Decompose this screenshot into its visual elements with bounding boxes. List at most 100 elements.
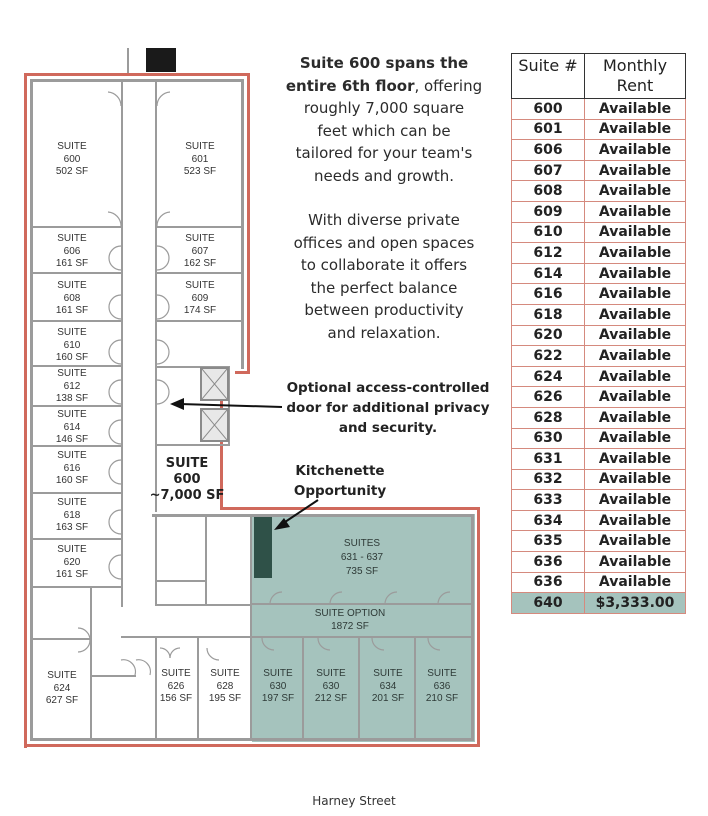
elevator-icon <box>200 408 229 442</box>
rent-cell: Available <box>584 283 686 305</box>
rent-cell: Available <box>584 180 686 202</box>
elevator-icon <box>200 367 229 401</box>
wall <box>302 638 304 738</box>
suite-cell: 631 <box>511 448 585 470</box>
suite-cell: 636 <box>511 551 585 573</box>
suites-631-637-area <box>252 514 475 742</box>
suite-cell: 601 <box>511 118 585 141</box>
suite-cell: 614 <box>511 262 585 285</box>
kitchenette-area <box>254 516 272 578</box>
wall <box>33 320 121 322</box>
rent-cell: Available <box>584 406 686 429</box>
wall <box>250 514 252 740</box>
rent-cell: $3,333.00 <box>584 592 686 614</box>
wall <box>33 226 121 228</box>
rent-cell: Available <box>584 530 686 553</box>
wall <box>90 588 92 738</box>
suite-cell: 606 <box>511 139 585 161</box>
suite-cell: 626 <box>511 386 585 408</box>
rent-cell: Available <box>584 118 686 141</box>
suite-cell: 609 <box>511 200 585 223</box>
suite-cell: 610 <box>511 221 585 244</box>
rent-cell: Available <box>584 468 686 491</box>
plan-outline-right-lower <box>477 507 480 747</box>
wall <box>33 638 91 640</box>
rent-cell: Available <box>584 200 686 223</box>
rent-cell: Available <box>584 509 686 532</box>
suite-cell: 607 <box>511 159 585 182</box>
kitchenette-callout: Kitchenette Opportunity <box>293 463 387 499</box>
rent-cell: Available <box>584 345 686 367</box>
suite-cell: 612 <box>511 242 585 264</box>
rent-cell: Available <box>584 365 686 388</box>
access-door-callout: Optional access-controlled door for addi… <box>286 380 490 436</box>
rent-cell: Available <box>584 427 686 450</box>
suite-cell: 622 <box>511 345 585 367</box>
suite-cell: 620 <box>511 324 585 347</box>
wall <box>91 675 136 677</box>
rent-cell: Available <box>584 98 686 120</box>
wall <box>252 603 474 605</box>
wall <box>33 272 121 274</box>
wall <box>241 79 244 369</box>
wall <box>33 492 121 494</box>
wall <box>155 604 250 606</box>
suite-cell: 608 <box>511 180 585 202</box>
wall <box>157 444 229 446</box>
suite-cell: 634 <box>511 509 585 532</box>
intro-paragraph: Suite 600 spans the entire 6th floor, of… <box>285 54 483 185</box>
wall <box>30 79 33 741</box>
wall <box>155 636 157 738</box>
rent-cell: Available <box>584 262 686 285</box>
wall <box>33 365 121 367</box>
wall <box>157 320 241 322</box>
stairwell-icon <box>146 48 176 72</box>
suite-cell: 636 <box>511 571 585 594</box>
suite-cell: 633 <box>511 489 585 511</box>
wall <box>197 638 199 738</box>
street-label: Harney Street <box>312 794 396 808</box>
rent-cell: Available <box>584 551 686 573</box>
rent-cell: Available <box>584 386 686 408</box>
rent-cell: Available <box>584 139 686 161</box>
plan-outline-right-upper <box>247 73 250 373</box>
wall <box>152 514 474 517</box>
wall <box>205 514 207 604</box>
